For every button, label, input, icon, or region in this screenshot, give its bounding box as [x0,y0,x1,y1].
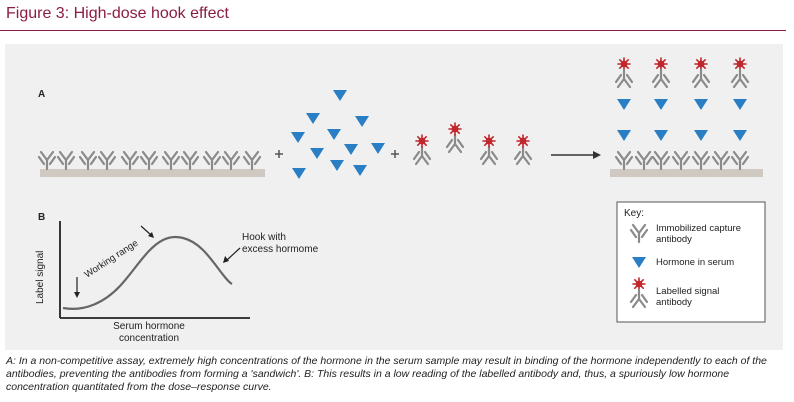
working-range-arrow-down [74,277,80,298]
y-axis-label: Label signal [35,251,46,304]
dose-response-graph: Label signal Serum hormone concentration… [35,221,319,344]
hook-arrow [223,247,241,263]
capture-antibody [120,150,140,171]
labelled-antibody-group [412,122,533,166]
capture-antibody [56,150,76,171]
hormone-triangle [330,160,344,171]
result-no-sandwich [610,57,763,177]
key-item-capture-line1: Immobilized capture [656,223,741,234]
hormone-triangle [291,132,305,143]
capture-antibody-surface [37,150,265,177]
capture-antibody [202,150,222,171]
hormone-triangle [327,129,341,140]
x-axis-label-line2: concentration [119,333,179,344]
labelled-antibody [445,122,465,154]
capture-antibody [180,150,200,171]
title-divider [0,30,786,31]
capture-antibody [161,150,181,171]
diagram-canvas: A [35,57,766,344]
plus-sign [391,150,399,158]
figure-caption: A: In a non-competitive assay, extremely… [6,355,767,393]
hormone-cluster [291,90,385,179]
figure-panel: A [5,44,783,350]
working-range-label: Working range [83,238,141,281]
key-item-labelled-line2: antibody [656,297,692,308]
labelled-antibody [513,134,533,166]
hormone-triangle [353,165,367,176]
capture-antibody [37,150,57,171]
dose-response-curve [62,235,233,310]
hormone-triangle [310,148,324,159]
capture-antibody [97,150,117,171]
labelled-antibody [479,134,499,166]
solid-surface [40,169,265,177]
hormone-triangle [355,116,369,127]
solid-surface [610,169,763,177]
hormone-triangle [292,168,306,179]
legend-key: Key: Immobilized capture antibody Hormon… [616,201,766,323]
hormone-triangle [344,144,358,155]
key-item-labelled-line1: Labelled signal [656,286,719,297]
panel-a-label: A [38,89,45,100]
x-axis-label-line1: Serum hormone [113,321,185,332]
capture-antibody [242,150,262,171]
working-range-arrow-diag [140,225,154,238]
hormone-triangle [306,113,320,124]
key-item-hormone-line1: Hormone in serum [656,257,734,268]
labelled-antibody [412,134,432,166]
key-item-capture-line2: antibody [656,234,692,245]
capture-antibody [139,150,159,171]
hook-label-line1: Hook with [242,232,286,243]
hormone-triangle [333,90,347,101]
figure-title: Figure 3: High-dose hook effect [6,5,229,22]
panel-b-label: B [38,212,45,223]
hook-label-line2: excess hormome [242,244,319,255]
reaction-arrow [551,151,601,159]
key-title: Key: [624,208,644,219]
capture-antibody [78,150,98,171]
capture-antibody [221,150,241,171]
plus-sign [275,150,283,158]
hormone-triangle [371,143,385,154]
